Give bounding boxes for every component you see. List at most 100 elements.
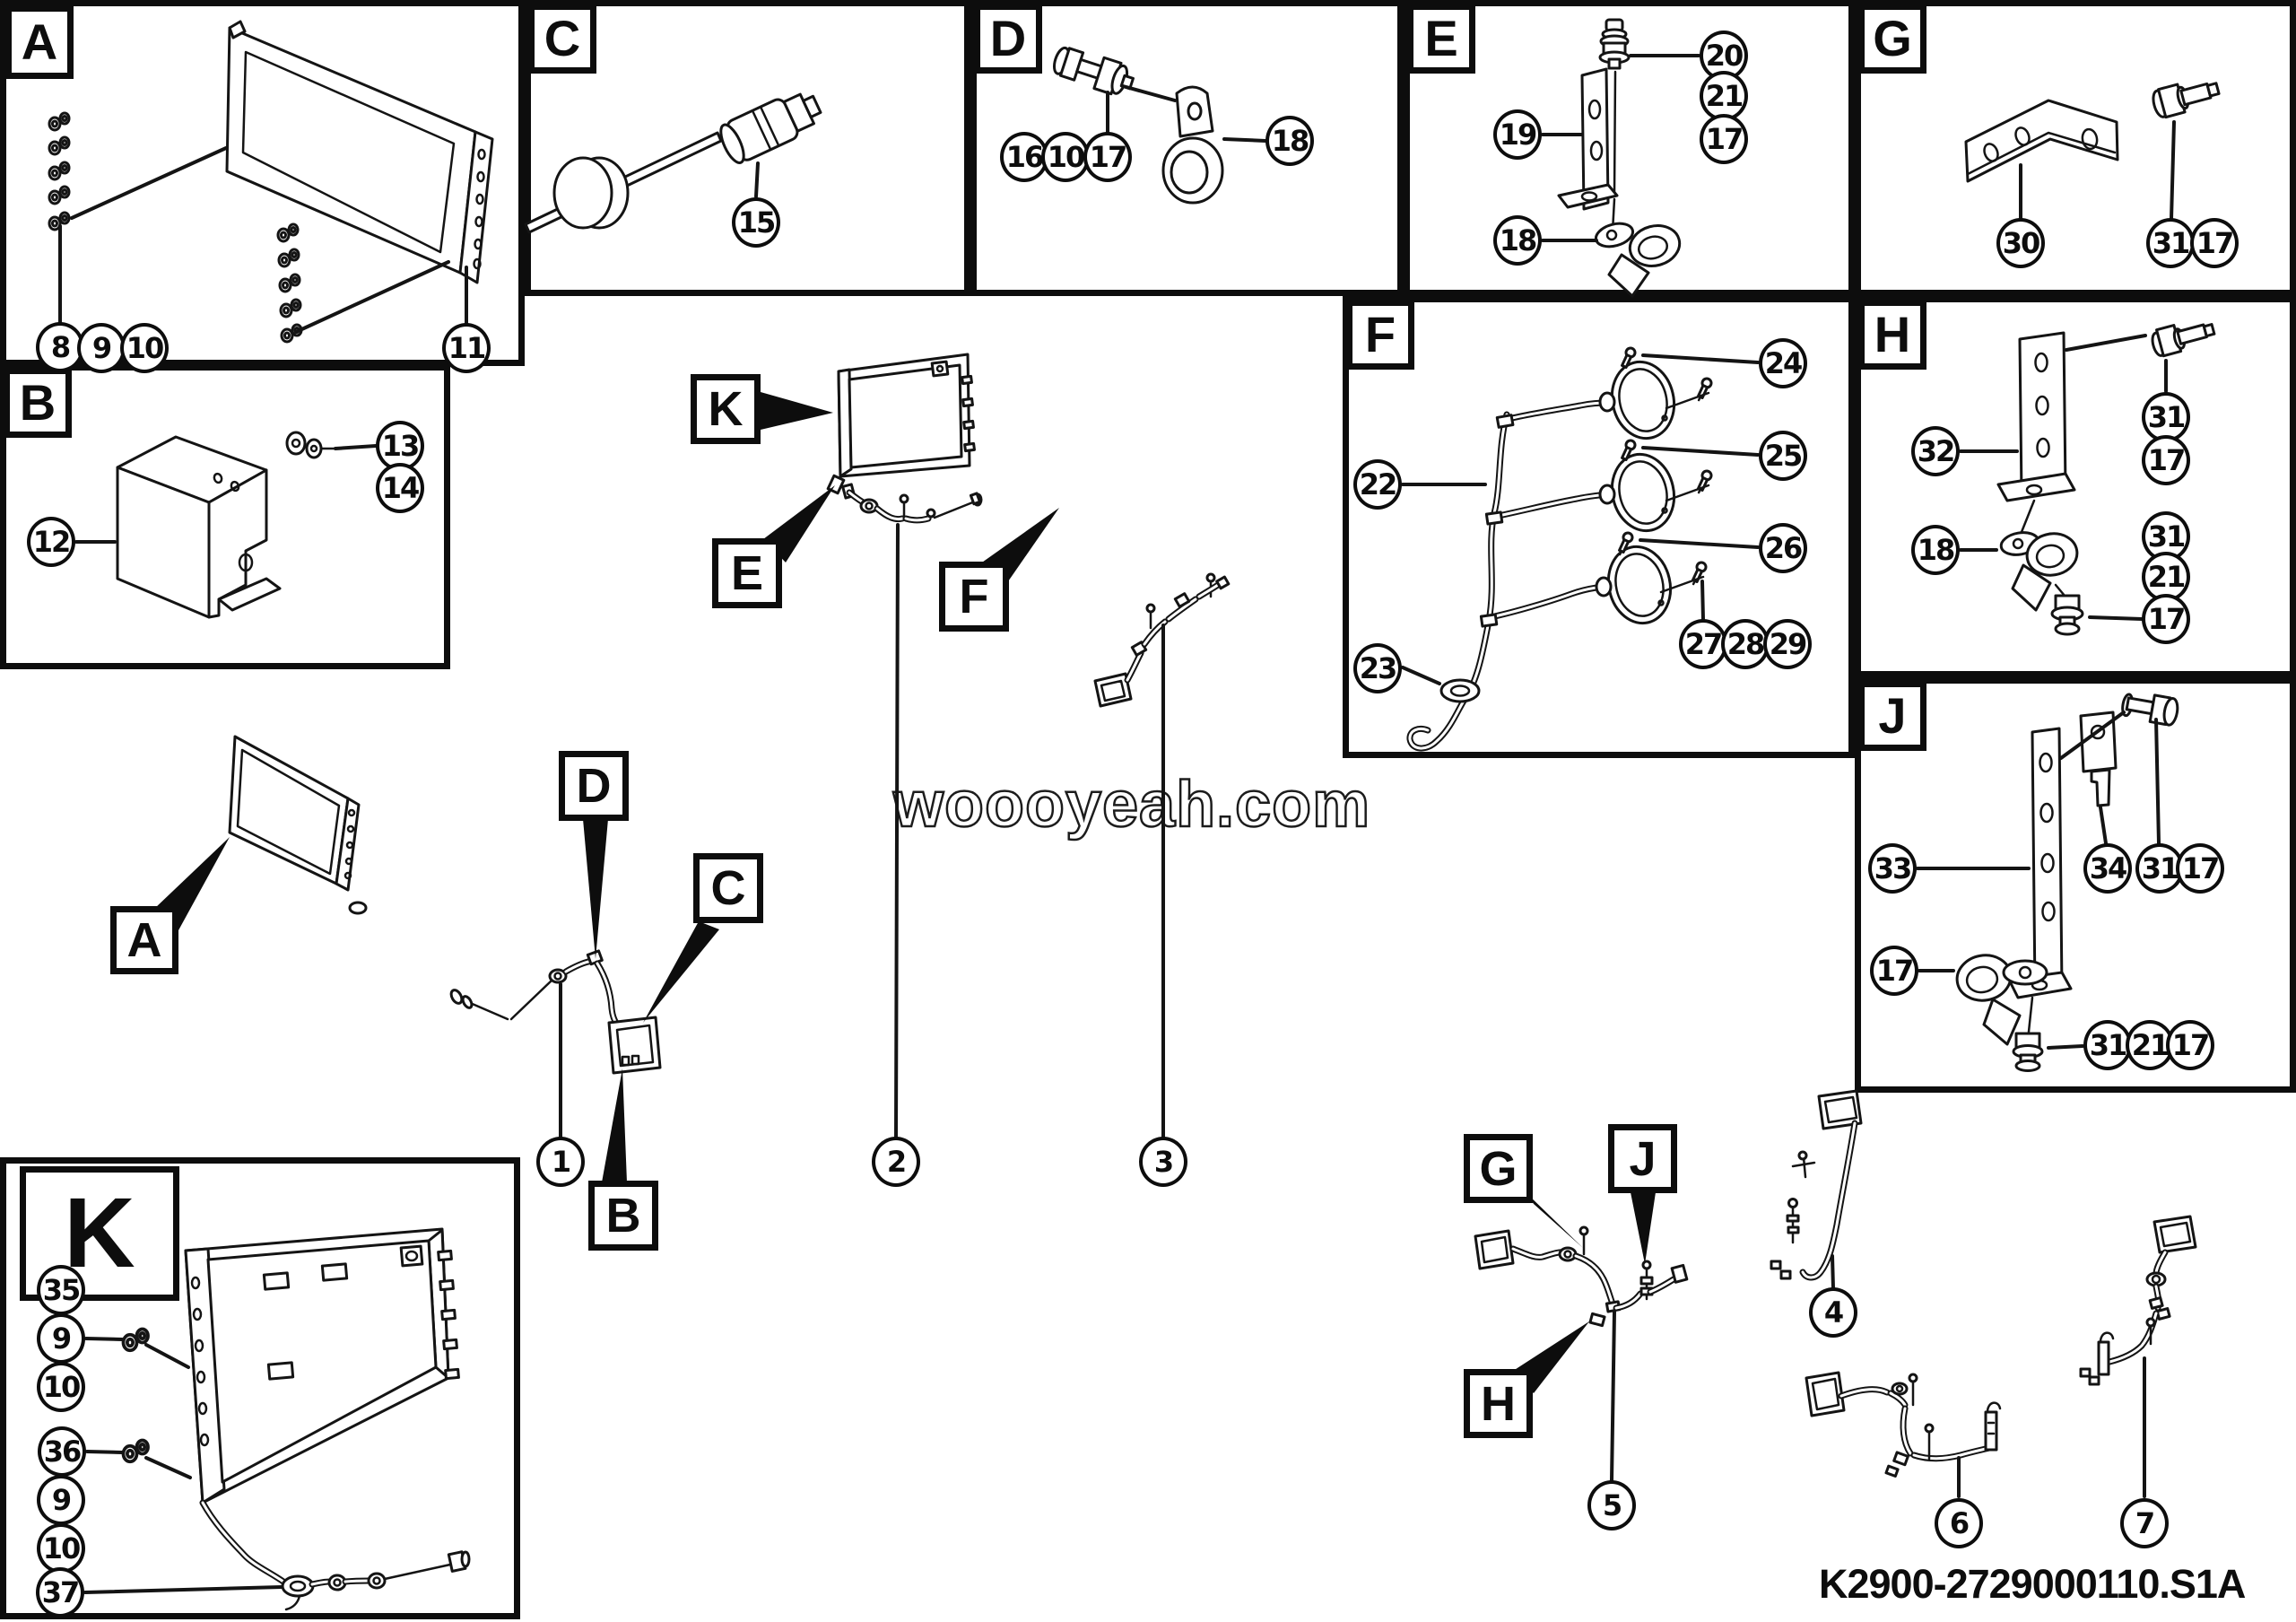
callout-8-box-a: 8: [36, 322, 84, 372]
harness-6-art: [1805, 1371, 2002, 1498]
ref-label-c: C: [693, 853, 763, 923]
part-number: K2900-2729000110.S1A: [1819, 1561, 2246, 1607]
callout-33-box-j: 33: [1868, 843, 1917, 894]
callout-20-box-e: 20: [1700, 31, 1748, 81]
callout-36-box-k: 36: [38, 1426, 86, 1477]
pointer-j: [1631, 1192, 1656, 1264]
callout-17-box-d: 17: [1083, 132, 1132, 182]
harness-1-art: [449, 949, 662, 1138]
callout-17-box-h: 17: [2142, 594, 2190, 644]
section-label-b: B: [4, 368, 72, 438]
harness-2-art: [826, 474, 983, 1139]
section-c-art: [524, 92, 822, 234]
section-b-art: [74, 431, 378, 619]
callout-37-box-k: 37: [36, 1567, 84, 1618]
callout-3-main: 3: [1139, 1137, 1187, 1187]
section-e-art: [1541, 18, 1700, 298]
callout-21-box-j: 21: [2126, 1020, 2174, 1070]
section-box-b: [0, 364, 450, 669]
callout-18-box-e: 18: [1493, 215, 1542, 266]
callout-17-box-h: 17: [2142, 435, 2190, 485]
watermark-text: woooyeah.com: [892, 768, 1371, 842]
ref-label-k: K: [691, 374, 761, 444]
section-box-f: [1343, 296, 1855, 758]
callout-17-box-j: 17: [1870, 946, 1918, 996]
section-box-g: [1855, 0, 2296, 296]
section-label-a: A: [5, 5, 74, 79]
ref-label-d: D: [559, 751, 629, 821]
callout-30-box-g: 30: [1996, 218, 2045, 268]
ref-label-h: H: [1464, 1369, 1533, 1438]
harness-5-art: [1474, 1225, 1689, 1482]
callout-31-box-g: 31: [2146, 218, 2195, 268]
callout-10-box-k: 10: [37, 1362, 85, 1412]
pointer-g: [1525, 1191, 1583, 1248]
mid-grille-art: [837, 353, 976, 478]
callout-32-box-h: 32: [1911, 426, 1960, 476]
callout-15-box-c: 15: [732, 197, 780, 248]
section-h-art: [1959, 323, 2216, 636]
pointer-k: [761, 392, 833, 430]
callout-7-main: 7: [2120, 1498, 2169, 1548]
callout-9-box-k: 9: [37, 1313, 85, 1364]
section-label-d: D: [974, 4, 1042, 74]
callout-35-box-k: 35: [37, 1265, 85, 1315]
pointer-b: [602, 1068, 627, 1182]
callout-17-box-e: 17: [1700, 114, 1748, 164]
ref-label-e: E: [712, 538, 782, 608]
section-g-art: [1964, 82, 2221, 221]
section-label-h: H: [1858, 300, 1926, 370]
section-k-art: [83, 1227, 471, 1611]
callout-31-box-j: 31: [2135, 843, 2184, 894]
section-box-a: [0, 0, 525, 366]
callout-2-main: 2: [872, 1137, 920, 1187]
callout-26-box-f: 26: [1759, 523, 1807, 573]
section-d-art: [1053, 46, 1267, 205]
callout-23-box-f: 23: [1353, 643, 1402, 693]
section-box-c: [525, 0, 970, 296]
section-box-k: [0, 1157, 520, 1619]
callout-17-box-j: 17: [2176, 843, 2224, 894]
pointer-d: [583, 819, 608, 959]
callout-28-box-f: 28: [1721, 619, 1770, 669]
callout-13-box-b: 13: [376, 421, 424, 471]
section-label-k: K: [20, 1166, 179, 1301]
callout-4-main: 4: [1809, 1287, 1857, 1338]
callout-10-box-d: 10: [1041, 132, 1090, 182]
callout-11-box-a: 11: [442, 323, 491, 373]
callout-31-box-h: 31: [2142, 511, 2190, 562]
harness-4-art: [1770, 1089, 1863, 1290]
callout-18-box-d: 18: [1265, 116, 1314, 166]
callout-17-box-g: 17: [2190, 218, 2239, 268]
section-a-art: [48, 20, 494, 344]
harness-7-art: [2079, 1215, 2197, 1498]
callout-9-box-k: 9: [37, 1475, 85, 1525]
callout-12-box-b: 12: [27, 517, 75, 567]
section-f-art: [1401, 344, 1760, 752]
callout-1-main: 1: [536, 1137, 585, 1187]
callout-25-box-f: 25: [1759, 431, 1807, 481]
ref-label-f: F: [939, 562, 1009, 632]
callout-22-box-f: 22: [1353, 459, 1402, 510]
section-box-h: [1855, 296, 2296, 677]
callout-21-box-h: 21: [2142, 552, 2190, 602]
section-j-art: [1916, 693, 2179, 1072]
callout-24-box-f: 24: [1759, 338, 1807, 388]
callout-34-box-j: 34: [2083, 843, 2132, 894]
section-label-g: G: [1858, 4, 1926, 74]
callout-17-box-j: 17: [2166, 1020, 2214, 1070]
callout-19-box-e: 19: [1493, 109, 1542, 160]
section-box-d: [970, 0, 1404, 296]
callout-10-box-a: 10: [120, 323, 169, 373]
harness-3-art: [1093, 572, 1231, 1139]
ref-label-g: G: [1464, 1134, 1533, 1203]
ref-label-b: B: [588, 1181, 658, 1251]
callout-31-box-j: 31: [2083, 1020, 2132, 1070]
callout-5-main: 5: [1587, 1480, 1636, 1530]
section-label-c: C: [528, 4, 596, 74]
callout-14-box-b: 14: [376, 463, 424, 513]
mid-panel-art: [228, 735, 368, 915]
callout-18-box-h: 18: [1911, 525, 1960, 575]
